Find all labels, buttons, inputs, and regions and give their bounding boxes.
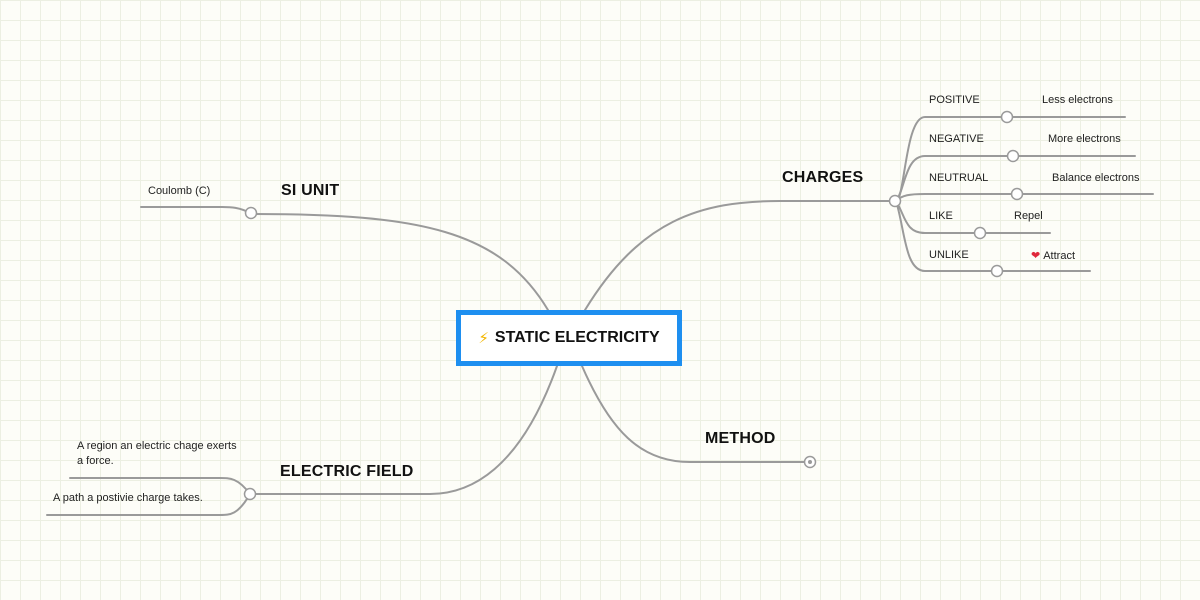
sub-positive[interactable]: POSITIVE (929, 94, 980, 106)
leaf-electric-path[interactable]: A path a postivie charge takes. (53, 492, 203, 504)
connector-path (46, 493, 251, 516)
sub-like[interactable]: LIKE (929, 210, 953, 222)
leaf-balance-electrons[interactable]: Balance electrons (1052, 172, 1140, 184)
node-electric-field (243, 487, 257, 501)
node-si-unit (244, 206, 258, 220)
connector-coulomb (140, 206, 253, 215)
connector-si-unit (251, 213, 549, 311)
node-method-dot (808, 460, 812, 464)
node-positive (1000, 110, 1014, 124)
node-like (973, 226, 987, 240)
central-topic-label: STATIC ELECTRICITY (494, 329, 660, 346)
connector-method (581, 365, 811, 463)
leaf-attract-label: Attract (1043, 250, 1076, 262)
sub-unlike[interactable]: UNLIKE (929, 249, 969, 261)
node-neutrual (1010, 187, 1024, 201)
node-negative (1006, 149, 1020, 163)
node-charges (888, 194, 902, 208)
leaf-attract[interactable]: ❤Attract (1031, 249, 1075, 262)
topic-method[interactable]: METHOD (705, 430, 776, 447)
leaf-repel[interactable]: Repel (1014, 210, 1043, 222)
connector-neutrual (895, 193, 1154, 202)
central-topic[interactable]: ⚡ STATIC ELECTRICITY (456, 310, 682, 366)
connector-electric-field (249, 365, 558, 495)
heart-icon: ❤ (1031, 250, 1041, 262)
node-unlike (990, 264, 1004, 278)
connector-charges (584, 200, 897, 311)
sub-negative[interactable]: NEGATIVE (929, 133, 984, 145)
leaf-electric-region[interactable]: A region an electric chage exerts a forc… (77, 440, 237, 467)
sub-neutrual[interactable]: NEUTRUAL (929, 172, 989, 184)
leaf-less-electrons[interactable]: Less electrons (1042, 94, 1113, 106)
topic-si-unit[interactable]: SI UNIT (281, 182, 340, 199)
leaf-coulomb[interactable]: Coulomb (C) (148, 185, 211, 197)
lightning-bolt-icon: ⚡ (478, 330, 489, 347)
leaf-more-electrons[interactable]: More electrons (1048, 133, 1121, 145)
topic-electric-field[interactable]: ELECTRIC FIELD (280, 463, 414, 480)
topic-charges[interactable]: CHARGES (782, 169, 864, 186)
connector-unlike (895, 200, 1091, 272)
